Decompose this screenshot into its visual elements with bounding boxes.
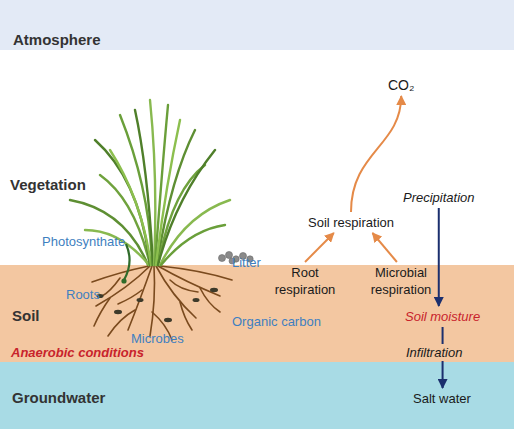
flow-arrow <box>351 96 401 212</box>
process-label: Microbial respiration <box>360 264 442 298</box>
process-label: Soil respiration <box>308 214 394 231</box>
node-text: Root respiration <box>275 265 336 297</box>
band-title: Groundwater <box>12 389 105 406</box>
node-text: Soil respiration <box>308 215 394 230</box>
condition-label: Anaerobic conditions <box>11 344 144 361</box>
water-label: Salt water <box>413 390 471 407</box>
node-text: Precipitation <box>403 190 475 205</box>
part-label: Microbes <box>131 330 184 347</box>
gas-label: CO₂ <box>388 77 414 94</box>
node-text: Salt water <box>413 391 471 406</box>
part-label: Litter <box>232 254 261 271</box>
part-label: Organic carbon <box>232 313 321 330</box>
part-label: Roots <box>66 286 100 303</box>
edge-label: Infiltration <box>405 344 463 361</box>
node-text: CO₂ <box>388 77 414 93</box>
atmosphere-band: Atmosphere <box>0 0 514 50</box>
flux-label: Precipitation <box>403 189 475 206</box>
node-text: Soil moisture <box>405 309 480 324</box>
groundwater-band: Groundwater Salt water <box>0 362 514 429</box>
flow-arrow <box>438 208 440 306</box>
node-text: Microbial respiration <box>371 265 432 297</box>
state-label: Soil moisture <box>405 308 480 325</box>
flow-arrow <box>373 233 397 262</box>
process-label: Root respiration <box>265 264 345 298</box>
band-title: Soil <box>12 307 40 324</box>
flow-arrow <box>305 233 334 262</box>
band-title: Atmosphere <box>13 31 101 48</box>
part-label: Photosynthate <box>42 233 125 250</box>
zone-label: Vegetation <box>10 176 86 193</box>
